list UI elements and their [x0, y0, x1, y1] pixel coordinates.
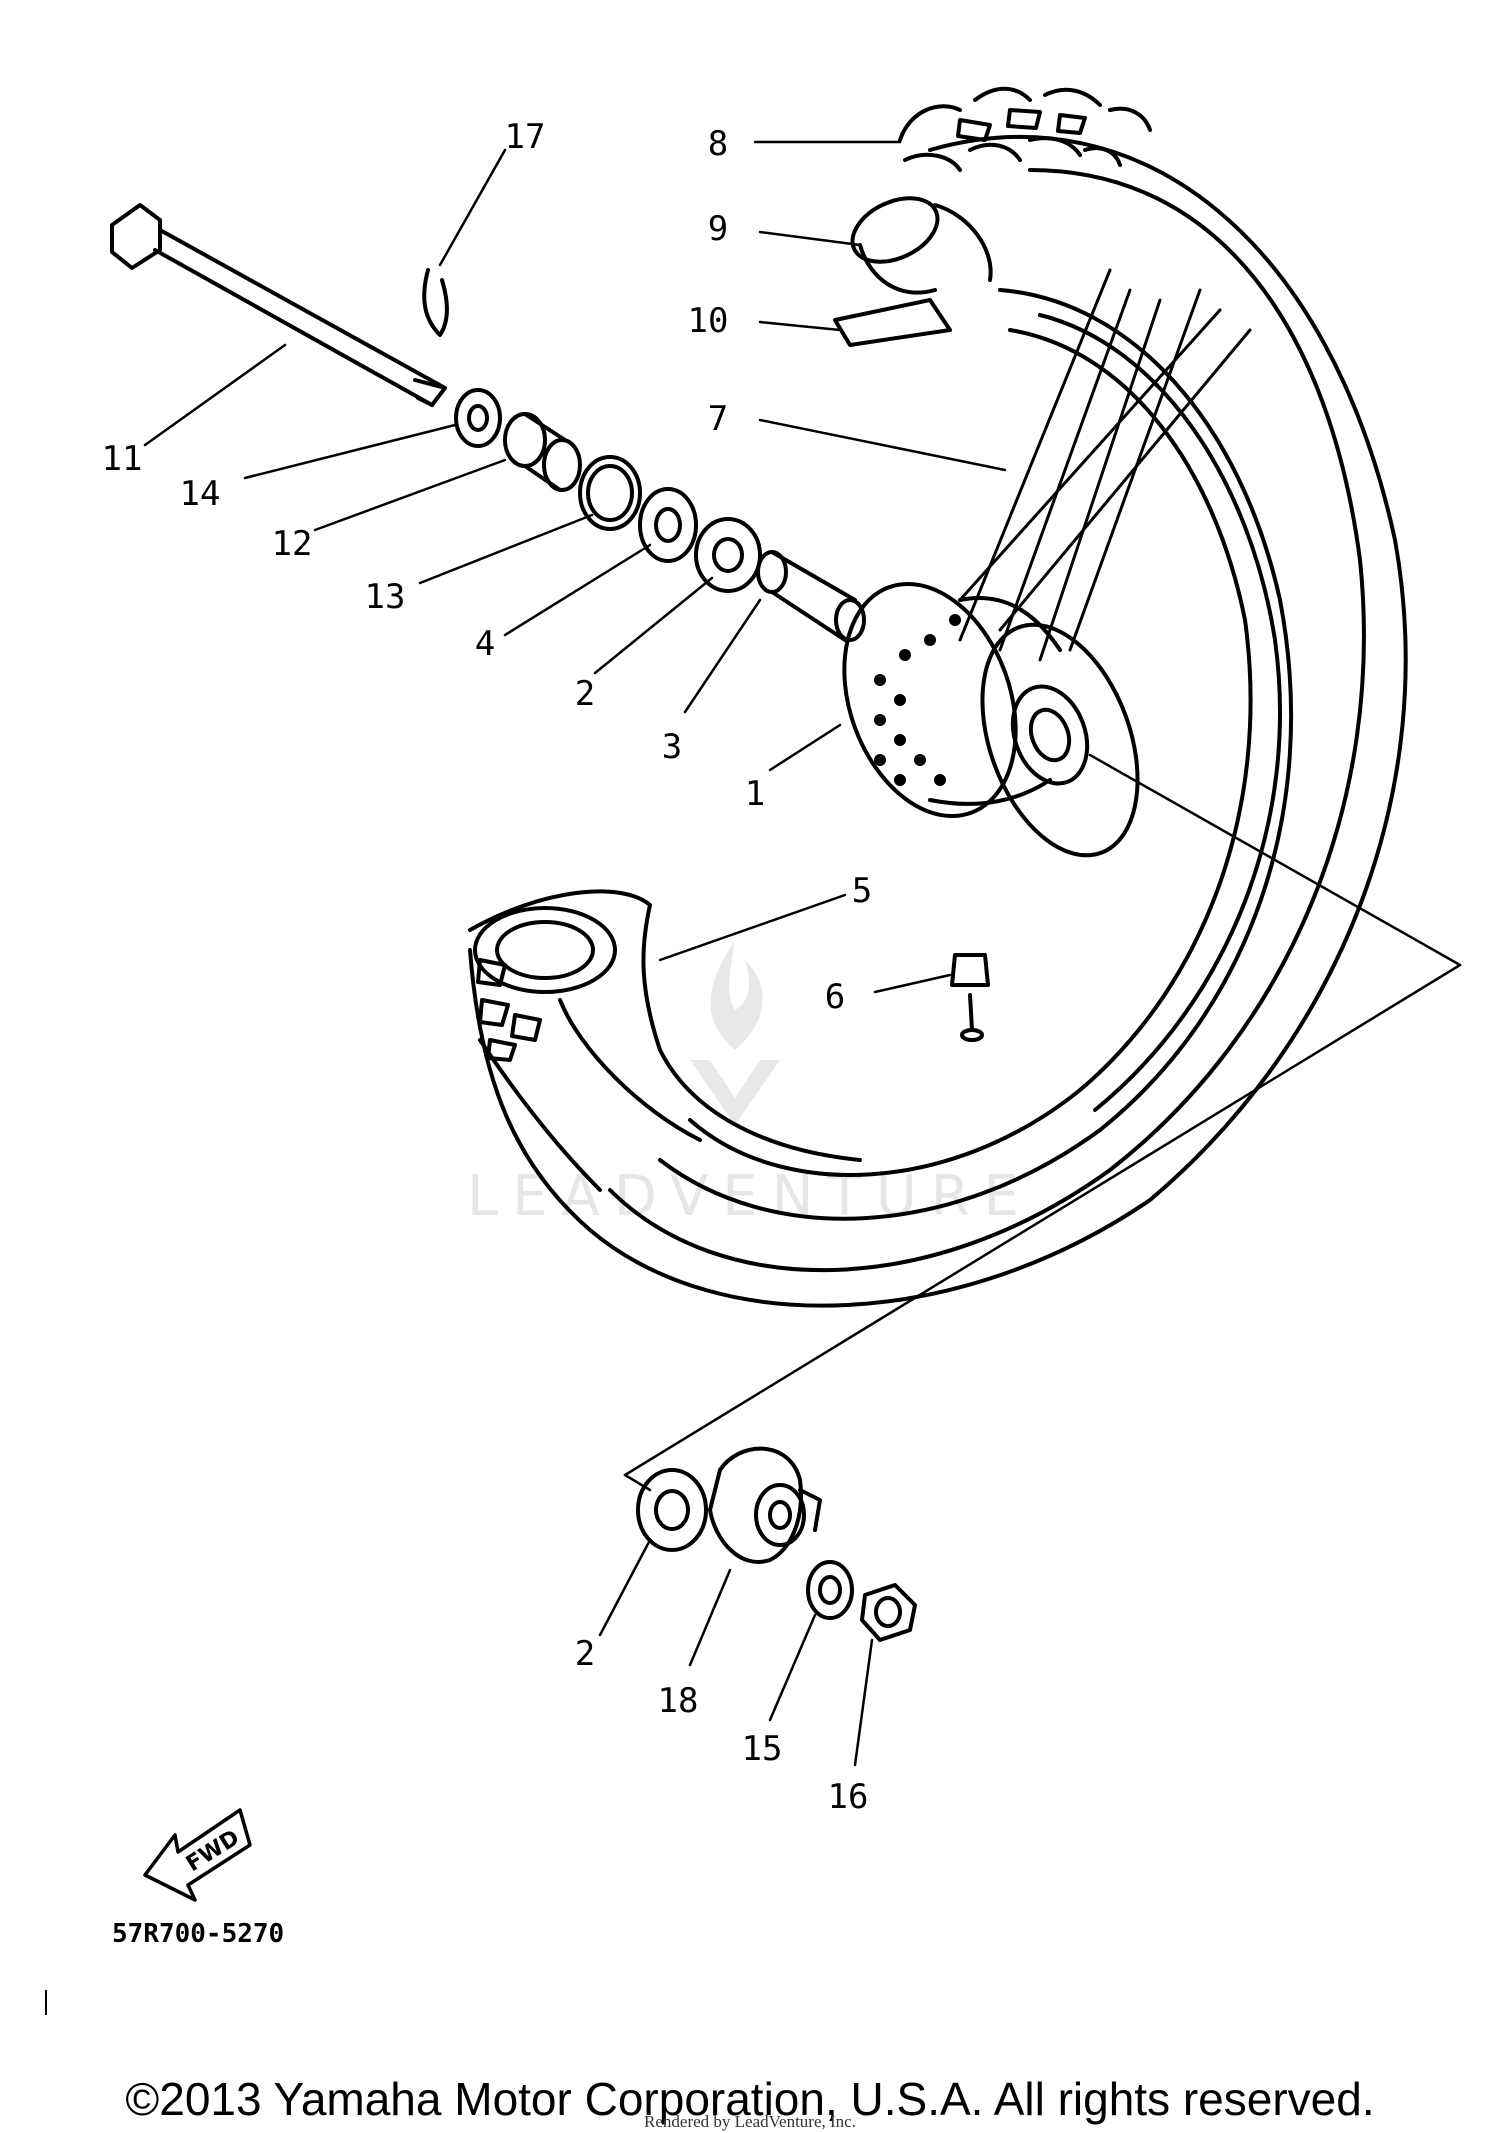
bearing-2-top — [694, 517, 762, 593]
part-labels: 17 8 9 10 7 11 14 12 13 4 2 3 1 5 6 2 18… — [102, 117, 873, 1817]
part-label: 12 — [272, 524, 313, 564]
bearing-4 — [638, 487, 698, 563]
collar-18 — [708, 1446, 822, 1564]
watermark-text: LEADVENTURE — [467, 1164, 1033, 1229]
spokes — [958, 268, 1252, 662]
watermark-flame-icon — [710, 940, 763, 1050]
oil-seal-13 — [578, 455, 642, 531]
valve-cap — [950, 953, 990, 1042]
part-label: 18 — [658, 1681, 699, 1721]
part-label: 8 — [708, 124, 728, 164]
diagram-code: 57R700-5270 — [112, 1919, 284, 1949]
part-label: 2 — [575, 1634, 595, 1674]
spacer-3 — [756, 550, 866, 642]
fwd-arrow-icon: FWD — [143, 1808, 252, 1902]
part-label: 10 — [688, 301, 729, 341]
collar-12 — [503, 412, 582, 492]
watermark-v-logo — [690, 1060, 780, 1125]
part-label: 2 — [575, 674, 595, 714]
axis-lines — [623, 753, 1462, 1492]
leader-lines — [143, 140, 1007, 1767]
rendered-by-credit: Rendered by LeadVenture, Inc. — [644, 2112, 856, 2131]
part-label: 15 — [742, 1729, 783, 1769]
cotter-pin — [422, 268, 449, 337]
part-label: 4 — [475, 624, 495, 664]
tire — [468, 86, 1408, 1308]
tube — [850, 196, 993, 295]
axle — [110, 203, 447, 407]
part-label: 11 — [102, 439, 143, 479]
washer-14 — [454, 388, 502, 448]
part-label: 3 — [662, 727, 682, 767]
washer-15 — [806, 1560, 854, 1620]
part-label: 13 — [365, 577, 406, 617]
part-label: 9 — [708, 209, 728, 249]
part-label: 7 — [708, 399, 728, 439]
nut-16 — [860, 1583, 917, 1642]
copyright-notice: ©2013 Yamaha Motor Corporation, U.S.A. A… — [125, 2073, 1375, 2125]
part-label: 16 — [828, 1777, 869, 1817]
bearing-2-bottom — [636, 1468, 708, 1552]
part-label: 6 — [825, 977, 845, 1017]
part-label: 17 — [505, 117, 546, 157]
rim-band — [833, 298, 952, 347]
disc-holes — [874, 614, 961, 786]
part-label: 5 — [852, 871, 872, 911]
part-label: 14 — [180, 474, 221, 514]
part-label: 1 — [745, 774, 765, 814]
hub — [842, 581, 1140, 858]
leadventure-watermark: LEADVENTURE — [467, 940, 1033, 1229]
